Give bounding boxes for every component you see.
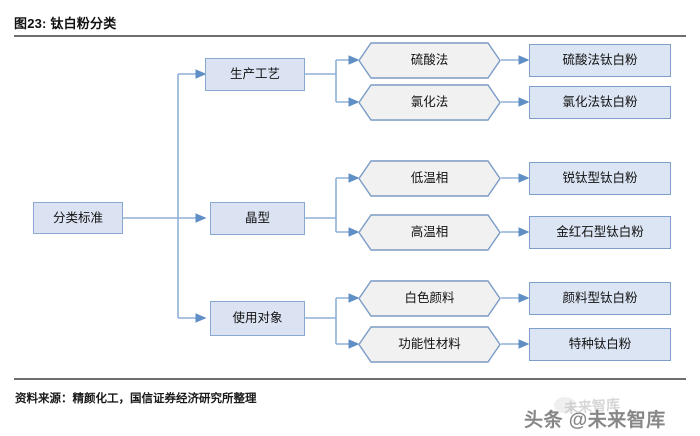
hexagon-shape: 功能性材料 bbox=[358, 326, 501, 363]
page-title: 图23: 钛白粉分类 bbox=[14, 16, 117, 31]
node-crystal-form[interactable]: 晶型 bbox=[210, 202, 305, 235]
footer-divider bbox=[14, 378, 686, 380]
node-rutile-titanium-dioxide[interactable]: 金红石型钛白粉 bbox=[529, 216, 671, 249]
node-label: 金红石型钛白粉 bbox=[556, 225, 644, 240]
node-label: 使用对象 bbox=[232, 311, 283, 326]
node-sulfate-titanium-dioxide[interactable]: 硫酸法钛白粉 bbox=[529, 44, 671, 77]
node-label: 分类标准 bbox=[52, 210, 103, 225]
node-label: 晶型 bbox=[244, 211, 270, 226]
node-chloride-process[interactable]: 氯化法 bbox=[358, 84, 501, 121]
node-label: 功能性材料 bbox=[398, 337, 461, 352]
header-divider bbox=[14, 35, 686, 37]
node-production-process[interactable]: 生产工艺 bbox=[205, 58, 305, 91]
node-anatase-titanium-dioxide[interactable]: 锐钛型钛白粉 bbox=[529, 162, 671, 195]
node-sulfate-process[interactable]: 硫酸法 bbox=[358, 42, 501, 79]
node-label: 锐钛型钛白粉 bbox=[562, 171, 638, 186]
node-pigment-titanium-dioxide[interactable]: 颜料型钛白粉 bbox=[529, 282, 671, 315]
hexagon-shape: 氯化法 bbox=[358, 84, 501, 121]
node-label: 生产工艺 bbox=[229, 67, 280, 82]
hexagon-shape: 高温相 bbox=[358, 214, 501, 251]
node-low-temperature-phase[interactable]: 低温相 bbox=[358, 160, 501, 197]
hexagon-shape: 低温相 bbox=[358, 160, 501, 197]
hexagon-shape: 白色颜料 bbox=[358, 280, 501, 317]
circle-logo-icon bbox=[554, 397, 576, 413]
node-label: 特种钛白粉 bbox=[568, 337, 632, 352]
node-white-pigment[interactable]: 白色颜料 bbox=[358, 280, 501, 317]
node-label: 硫酸法 bbox=[410, 53, 449, 68]
node-label: 白色颜料 bbox=[404, 291, 455, 306]
node-high-temperature-phase[interactable]: 高温相 bbox=[358, 214, 501, 251]
node-chloride-titanium-dioxide[interactable]: 氯化法钛白粉 bbox=[529, 86, 671, 119]
watermark-text: 头条 @未来智库 bbox=[524, 410, 666, 431]
node-usage-target[interactable]: 使用对象 bbox=[210, 301, 305, 336]
node-root-classification-standard[interactable]: 分类标准 bbox=[33, 202, 123, 234]
watermark: 未来智库 头条 @未来智库 bbox=[518, 396, 693, 434]
node-special-titanium-dioxide[interactable]: 特种钛白粉 bbox=[529, 328, 671, 361]
node-label: 高温相 bbox=[410, 225, 449, 240]
flowchart-diagram: 分类标准 生产工艺 晶型 使用对象 硫酸法 氯化法 低温相 bbox=[0, 36, 700, 372]
node-label: 硫酸法钛白粉 bbox=[562, 53, 638, 68]
source-note: 资料来源：精颜化工，国信证券经济研究所整理 bbox=[15, 393, 257, 405]
node-label: 氯化法 bbox=[410, 95, 449, 110]
node-label: 颜料型钛白粉 bbox=[562, 291, 638, 306]
node-label: 氯化法钛白粉 bbox=[562, 95, 638, 110]
node-functional-material[interactable]: 功能性材料 bbox=[358, 326, 501, 363]
node-label: 低温相 bbox=[410, 171, 449, 186]
hexagon-shape: 硫酸法 bbox=[358, 42, 501, 79]
connector-lines bbox=[123, 55, 530, 349]
